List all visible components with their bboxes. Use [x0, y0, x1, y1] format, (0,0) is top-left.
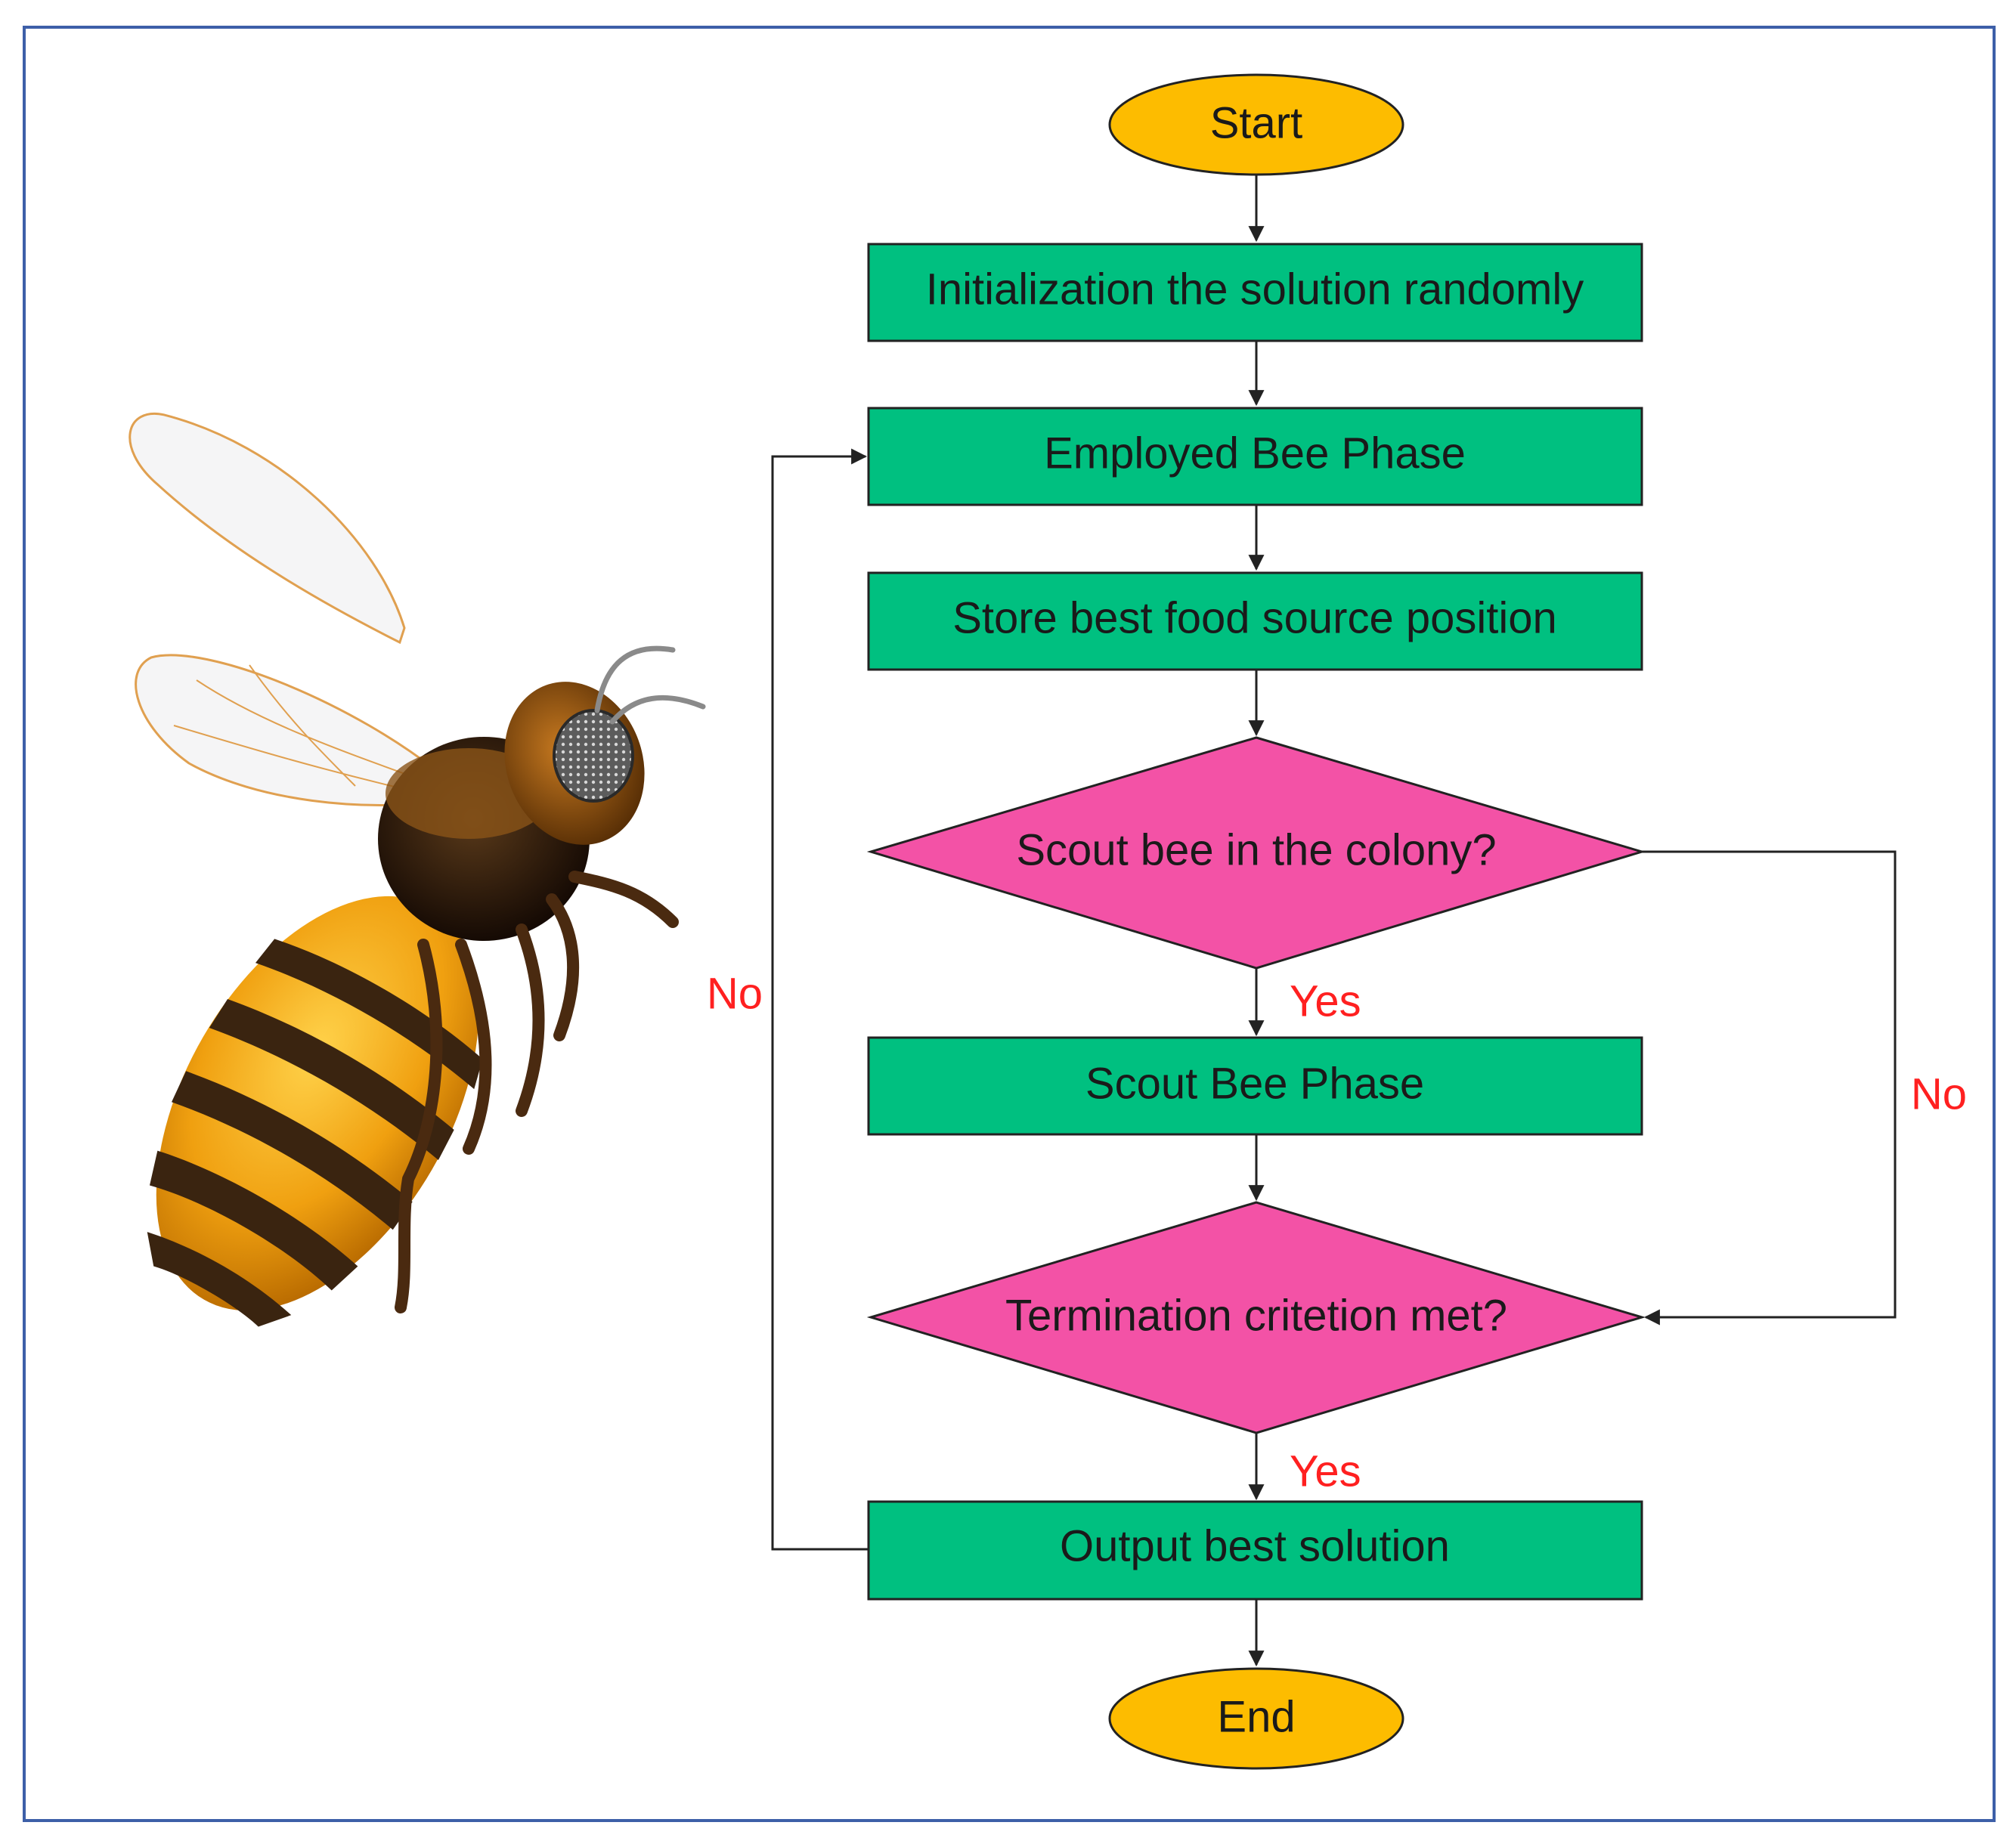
bee-legs: [395, 871, 679, 1313]
connectors: [771, 175, 1897, 1667]
node-employed: Employed Bee Phase: [867, 407, 1643, 506]
bee-illustration: [129, 412, 706, 1327]
node-store-label: Store best food source position: [952, 593, 1557, 642]
branch-scout-no: No: [1911, 1069, 1967, 1118]
node-output: Output best solution: [867, 1500, 1643, 1601]
node-store: Store best food source position: [867, 571, 1643, 671]
node-init: Initialization the solution randomly: [867, 243, 1643, 342]
node-end: End: [1108, 1667, 1404, 1770]
figure-frame: [23, 26, 1996, 1822]
node-end-label: End: [1217, 1692, 1295, 1741]
arrow-scout-no-loop: [1642, 850, 1897, 1326]
node-output-label: Output best solution: [1060, 1521, 1450, 1570]
branch-termination-no: No: [707, 969, 763, 1018]
node-employed-label: Employed Bee Phase: [1044, 428, 1466, 478]
bee-eye: [553, 709, 634, 803]
node-termination-question-label: Termination critetion met?: [1005, 1291, 1507, 1340]
node-start: Start: [1108, 73, 1404, 176]
node-scout-question: Scout bee in the colony?: [866, 736, 1646, 970]
node-scout-question-label: Scout bee in the colony?: [1016, 825, 1496, 874]
node-start-label: Start: [1210, 98, 1303, 147]
node-scout-phase: Scout Bee Phase: [867, 1036, 1643, 1136]
node-init-label: Initialization the solution randomly: [926, 265, 1584, 314]
node-termination-question: Termination critetion met?: [866, 1201, 1646, 1434]
branch-scout-yes: Yes: [1290, 976, 1361, 1026]
node-scout-phase-label: Scout Bee Phase: [1085, 1059, 1424, 1108]
bee-antenna: [594, 645, 676, 713]
bee-upper-wing: [129, 412, 406, 645]
arrow-termination-no-loop: [771, 448, 869, 1551]
bee-abdomen: [147, 896, 483, 1327]
branch-termination-yes: Yes: [1290, 1446, 1361, 1496]
